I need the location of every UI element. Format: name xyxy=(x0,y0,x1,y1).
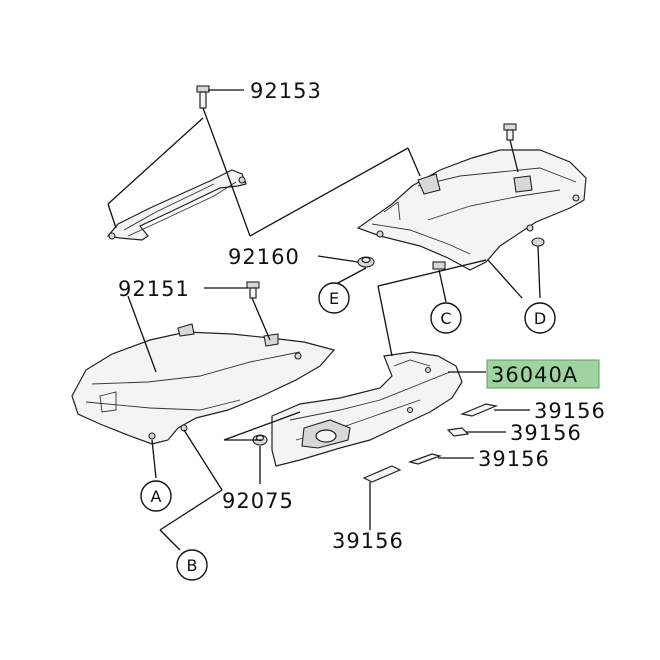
bolt-92151[interactable] xyxy=(246,281,260,299)
grommet-d[interactable] xyxy=(531,237,545,247)
callout-D-label: D xyxy=(534,309,546,328)
callout-B-label: B xyxy=(187,556,198,575)
upper-bracket-part[interactable] xyxy=(106,169,247,241)
pad-39156-b[interactable] xyxy=(446,427,470,437)
label-92075[interactable]: 92075 xyxy=(222,489,294,513)
callout-C: C xyxy=(430,302,462,334)
callout-A-label: A xyxy=(151,487,162,506)
bolt-top-right[interactable] xyxy=(503,123,517,141)
callout-D: D xyxy=(524,302,556,334)
lower-cover-36040A-part[interactable] xyxy=(271,351,463,467)
side-cover-left-part[interactable] xyxy=(71,323,336,445)
pad-39156-a[interactable] xyxy=(459,403,499,417)
callout-E-label: E xyxy=(329,289,339,308)
label-39156-c[interactable]: 39156 xyxy=(478,447,550,471)
bolt-92153[interactable] xyxy=(196,85,210,109)
callout-A: A xyxy=(140,480,172,512)
pad-39156-d[interactable] xyxy=(362,465,402,483)
leader-lines xyxy=(107,89,541,551)
label-39156-b[interactable]: 39156 xyxy=(510,421,582,445)
clip-c[interactable] xyxy=(432,261,446,270)
nut-92160[interactable] xyxy=(357,256,375,268)
pad-39156-c[interactable] xyxy=(407,453,443,465)
label-92151[interactable]: 92151 xyxy=(118,277,190,301)
rear-cowl-upper-part[interactable] xyxy=(356,149,587,271)
label-92153[interactable]: 92153 xyxy=(250,79,322,103)
label-39156-a[interactable]: 39156 xyxy=(534,399,606,423)
highlight-box-36040A xyxy=(486,359,600,389)
callout-B: B xyxy=(176,549,208,581)
label-36040A[interactable]: 36040A xyxy=(491,363,578,387)
callout-E: E xyxy=(318,282,350,314)
label-39156-d[interactable]: 39156 xyxy=(332,529,404,553)
label-92160[interactable]: 92160 xyxy=(228,245,300,269)
callout-C-label: C xyxy=(440,309,451,328)
